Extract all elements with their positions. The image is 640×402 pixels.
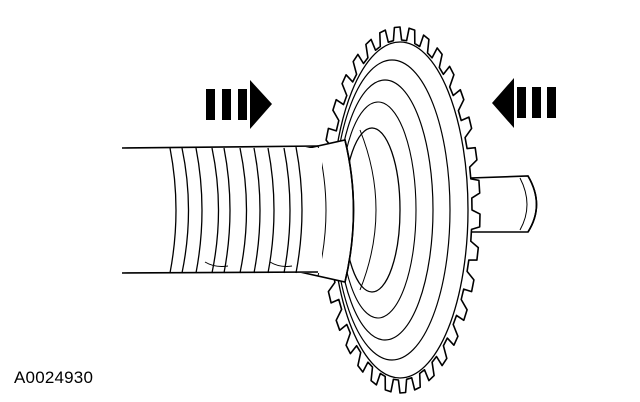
toothed-gear: [319, 26, 481, 394]
shaft-top-edge: [121, 145, 319, 149]
stub-shaft: [469, 175, 538, 233]
dashed-arrow-right-icon: [206, 80, 272, 129]
dashed-arrow-left-icon: [492, 78, 556, 128]
main-shaft: [121, 145, 322, 274]
figure-id-label: A0024930: [14, 368, 94, 387]
shaft-bottom-edge: [121, 271, 319, 274]
